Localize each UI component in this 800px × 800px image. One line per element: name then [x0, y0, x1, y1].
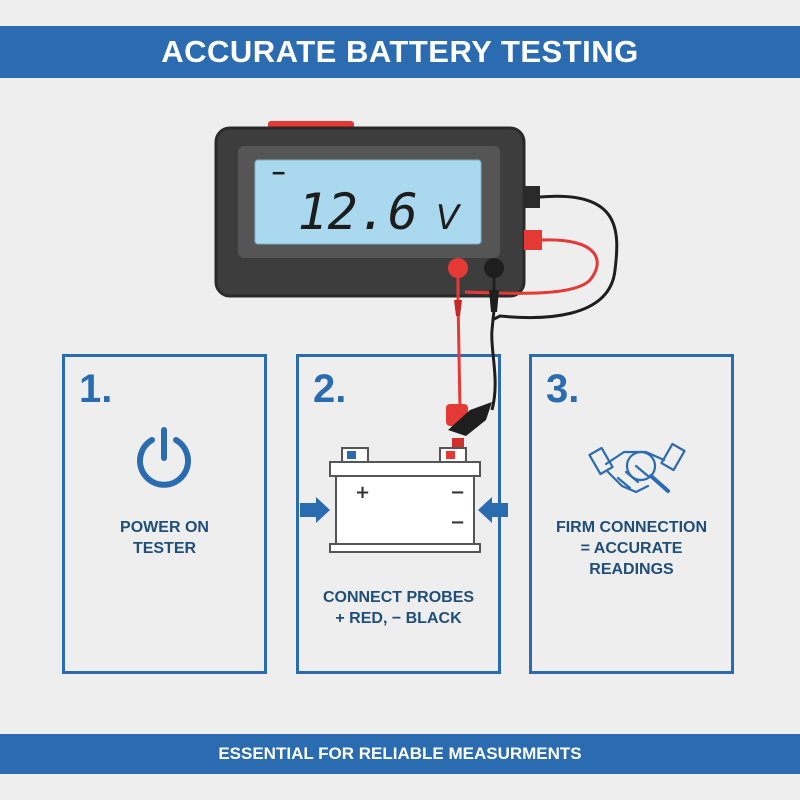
caption-line: POWER ON	[120, 519, 209, 536]
caption-line: FIRM CONNECTION	[555, 519, 708, 536]
caption-line: + RED, − BLACK	[335, 610, 462, 627]
step-panel-2: 2. CONNECT PROBES + RED, − BLACK	[296, 354, 501, 674]
battery-tester: − 12.6 V	[214, 121, 542, 298]
battery-clamp	[446, 402, 492, 452]
handshake-icon	[588, 442, 686, 494]
lcd-minus-sign: −	[272, 161, 285, 186]
lcd-screen	[254, 159, 482, 245]
footer-banner: ESSENTIAL FOR RELIABLE MEASURMENTS	[0, 734, 800, 774]
black-side-wire	[491, 194, 619, 322]
red-side-wire	[464, 238, 599, 295]
page-title: ACCURATE BATTERY TESTING	[161, 34, 639, 69]
battery-minus-label: −	[450, 482, 465, 503]
black-probe-lead	[490, 278, 497, 411]
step-number: 2.	[313, 367, 347, 411]
caption-line: READINGS	[589, 561, 674, 578]
battery-icon: + − −	[329, 447, 481, 553]
power-icon	[137, 427, 191, 488]
step-caption: POWER ON TESTER	[65, 517, 264, 559]
lcd-reading: 12.6	[298, 183, 418, 241]
red-probe-lead	[456, 278, 462, 411]
step-caption: CONNECT PROBES + RED, − BLACK	[299, 587, 498, 629]
step-number: 3.	[546, 367, 580, 411]
red-jack	[448, 258, 468, 278]
arrow-left-icon	[478, 497, 508, 523]
battery-plus-label: +	[355, 482, 370, 503]
step-panel-3: 3. FIRM CONNECTION = ACCURATE READINGS	[529, 354, 734, 674]
step-number: 1.	[79, 367, 113, 411]
battery-minus-label: −	[450, 512, 465, 533]
black-socket	[524, 186, 540, 208]
red-probe-tip	[454, 300, 462, 316]
red-socket	[524, 230, 542, 250]
footer-text: ESSENTIAL FOR RELIABLE MEASURMENTS	[218, 744, 582, 763]
caption-line: TESTER	[132, 540, 197, 557]
step-panel-1: 1. POWER ON TESTER	[62, 354, 267, 674]
black-probe-tip	[489, 290, 499, 312]
caption-line: CONNECT PROBES	[322, 589, 475, 606]
title-banner: ACCURATE BATTERY TESTING	[0, 26, 800, 78]
lcd-unit: V	[436, 198, 462, 238]
black-jack	[484, 258, 504, 278]
step-caption: FIRM CONNECTION = ACCURATE READINGS	[532, 517, 731, 580]
arrow-right-icon	[300, 497, 330, 523]
caption-line: = ACCURATE	[580, 540, 683, 557]
